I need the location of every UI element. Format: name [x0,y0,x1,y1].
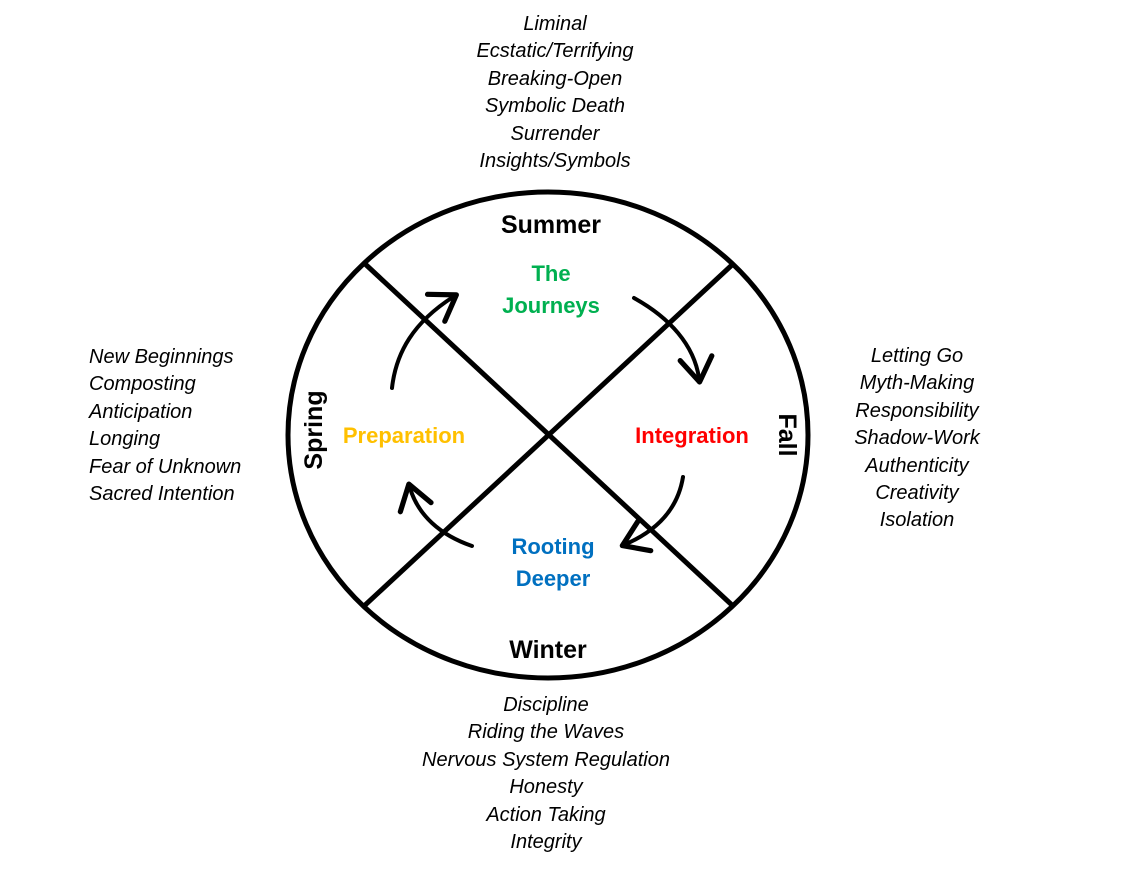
season-fall-label: Fall [773,413,801,456]
spring-trait: Anticipation [89,400,193,423]
fall-trait: Isolation [879,509,955,532]
phase-preparation-label: Preparation [343,423,465,448]
spring-trait: Composting [89,373,196,396]
spring-trait: New Beginnings [89,346,234,368]
winter-trait: Riding the Waves [467,721,625,744]
spring-trait: Longing [89,428,161,451]
summer-trait: Liminal [523,13,587,35]
spring-trait: Sacred Intention [89,482,235,505]
spring-traits-list: New Beginnings Composting Anticipation L… [89,344,289,508]
winter-trait: Discipline [503,694,589,716]
curved-arrow-icon [397,481,474,548]
curved-arrow-icon [390,291,459,390]
fall-trait: Shadow-Work [854,427,980,450]
summer-traits-list: Liminal Ecstatic/Terrifying Breaking-Ope… [405,11,705,175]
curved-arrow-icon [632,296,715,385]
phase-rooting-label-line1: Rooting [511,534,594,559]
fall-traits-list: Letting Go Myth-Making Responsibility Sh… [837,343,997,535]
divider-line-ne-sw [361,262,735,609]
phase-journeys-label-line2: Journeys [502,293,600,318]
summer-trait: Surrender [510,122,600,145]
winter-traits-list: Discipline Riding the Waves Nervous Syst… [396,692,696,856]
season-winter-label: Winter [509,636,587,664]
phase-journeys-label-line1: The [531,261,570,286]
fall-trait: Myth-Making [859,372,975,395]
wheel-outer-circle [285,189,811,681]
season-spring-label: Spring [300,390,328,469]
fall-trait: Authenticity [865,454,969,477]
summer-trait: Ecstatic/Terrifying [476,40,634,63]
season-summer-label: Summer [501,211,601,239]
summer-trait: Symbolic Death [484,95,626,118]
winter-trait: Action Taking [486,803,606,826]
summer-trait: Insights/Symbols [479,149,631,172]
winter-trait: Integrity [510,830,582,853]
fall-trait: Letting Go [870,345,964,367]
summer-trait: Breaking-Open [487,67,623,90]
curved-arrow-icon [619,475,685,554]
winter-trait: Honesty [509,776,583,799]
fall-trait: Responsibility [855,399,979,422]
spring-trait: Fear of Unknown [89,455,242,478]
phase-integration-label: Integration [635,423,749,448]
fall-trait: Creativity [875,481,959,504]
winter-trait: Nervous System Regulation [422,748,670,771]
phase-rooting-label-line2: Deeper [516,566,591,591]
